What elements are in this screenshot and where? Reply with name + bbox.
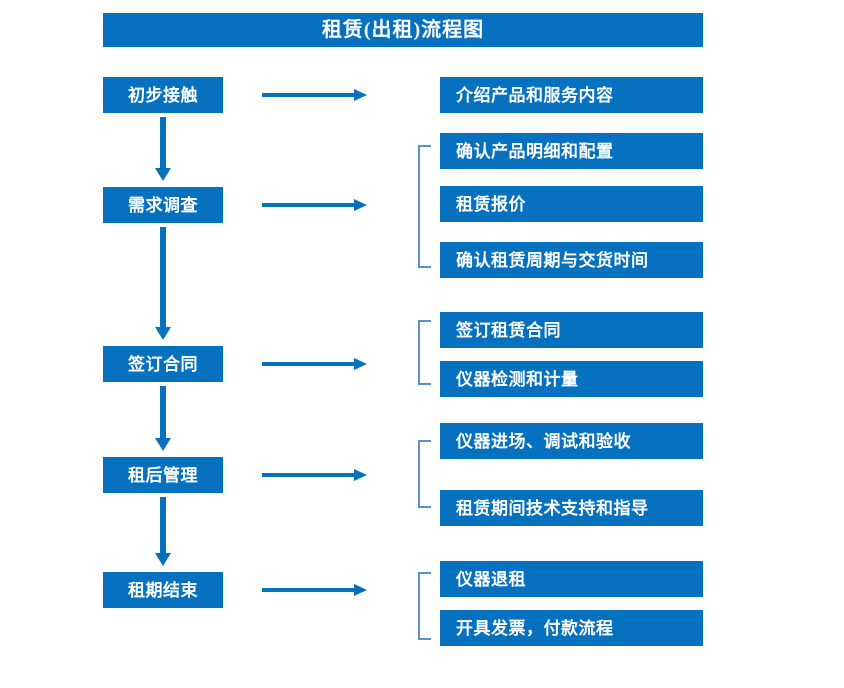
arrow-head-right-icon: [354, 358, 367, 370]
group-bracket-post-lease: [418, 440, 431, 508]
stage-box-post-lease-management[interactable]: 租后管理: [103, 457, 223, 493]
arrow-shaft: [262, 203, 354, 207]
stage-box-lease-end[interactable]: 租期结束: [103, 572, 223, 608]
arrow-shaft: [160, 117, 166, 168]
detail-box-introduce-products[interactable]: 介绍产品和服务内容: [440, 77, 703, 113]
detail-label: 开具发票，付款流程: [456, 618, 614, 638]
detail-box-technical-support[interactable]: 租赁期间技术支持和指导: [440, 490, 703, 526]
detail-arrow-right-2: [262, 198, 367, 212]
detail-arrow-right-1: [262, 88, 367, 102]
detail-arrow-right-4: [262, 468, 367, 482]
arrow-head-right-icon: [354, 89, 367, 101]
stage-arrow-down-2: [155, 227, 171, 340]
stage-label: 签订合同: [128, 354, 198, 374]
group-bracket-requirement-survey: [418, 145, 431, 268]
detail-label: 租赁期间技术支持和指导: [456, 498, 649, 518]
detail-label: 仪器进场、调试和验收: [456, 431, 631, 451]
arrow-shaft: [160, 386, 166, 438]
stage-label: 租期结束: [128, 580, 198, 600]
detail-box-invoice-payment[interactable]: 开具发票，付款流程: [440, 610, 703, 646]
arrow-head-right-icon: [354, 199, 367, 211]
detail-label: 仪器检测和计量: [456, 369, 579, 389]
arrow-shaft: [160, 227, 166, 327]
detail-label: 租赁报价: [456, 194, 526, 214]
detail-box-instrument-delivery[interactable]: 仪器进场、调试和验收: [440, 423, 703, 459]
stage-label: 初步接触: [128, 85, 198, 105]
detail-arrow-right-3: [262, 357, 367, 371]
stage-box-initial-contact[interactable]: 初步接触: [103, 77, 223, 113]
detail-box-instrument-inspection[interactable]: 仪器检测和计量: [440, 361, 703, 397]
arrow-head-down-icon: [155, 327, 171, 340]
arrow-head-down-icon: [155, 168, 171, 181]
stage-box-requirement-survey[interactable]: 需求调查: [103, 187, 223, 223]
chart-title-bar: 租赁(出租)流程图: [103, 13, 703, 47]
detail-label: 介绍产品和服务内容: [456, 85, 614, 105]
arrow-head-right-icon: [354, 584, 367, 596]
detail-box-confirm-lease-period[interactable]: 确认租赁周期与交货时间: [440, 242, 703, 278]
arrow-head-down-icon: [155, 438, 171, 451]
arrow-head-right-icon: [354, 469, 367, 481]
arrow-shaft: [160, 497, 166, 553]
detail-label: 确认产品明细和配置: [456, 141, 614, 161]
chart-title-text: 租赁(出租)流程图: [321, 19, 485, 41]
detail-box-sign-lease-contract[interactable]: 签订租赁合同: [440, 312, 703, 348]
detail-label: 仪器退租: [456, 569, 526, 589]
arrow-head-down-icon: [155, 553, 171, 566]
group-bracket-lease-end: [418, 572, 431, 640]
stage-arrow-down-1: [155, 117, 171, 181]
stage-arrow-down-3: [155, 386, 171, 451]
detail-box-confirm-product-spec[interactable]: 确认产品明细和配置: [440, 133, 703, 169]
detail-label: 确认租赁周期与交货时间: [456, 250, 649, 270]
stage-label: 租后管理: [128, 465, 198, 485]
arrow-shaft: [262, 588, 354, 592]
arrow-shaft: [262, 473, 354, 477]
detail-arrow-right-5: [262, 583, 367, 597]
detail-box-instrument-return[interactable]: 仪器退租: [440, 561, 703, 597]
stage-box-sign-contract[interactable]: 签订合同: [103, 346, 223, 382]
group-bracket-sign-contract: [418, 320, 431, 385]
detail-box-lease-quotation[interactable]: 租赁报价: [440, 186, 703, 222]
stage-label: 需求调查: [128, 195, 198, 215]
arrow-shaft: [262, 362, 354, 366]
arrow-shaft: [262, 93, 354, 97]
detail-label: 签订租赁合同: [456, 320, 561, 340]
stage-arrow-down-4: [155, 497, 171, 566]
